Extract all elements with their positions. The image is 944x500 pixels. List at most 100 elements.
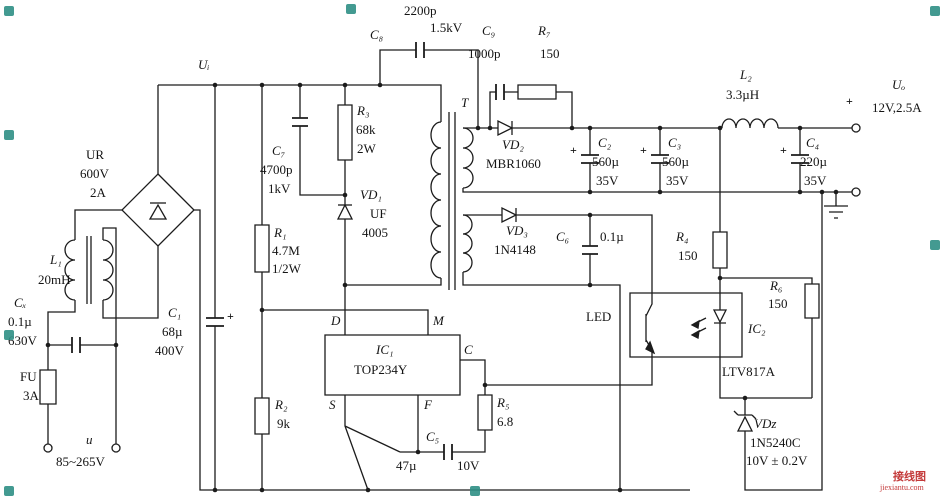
- label-c2-ref: C₂: [598, 135, 612, 150]
- label-ic1-ref: IC₁: [376, 342, 394, 357]
- label-uo-rating: 12V,2.5A: [872, 100, 922, 115]
- r4-symbol: [713, 232, 727, 268]
- label-bridge-current: 2A: [90, 185, 106, 200]
- bulk-capacitor-symbol: [206, 318, 224, 326]
- r1-symbol: [255, 225, 269, 272]
- output-rectifier-symbol: [498, 121, 512, 135]
- watermark-marker-icon: [4, 6, 14, 16]
- label-c1-rating: 400V: [155, 343, 184, 358]
- primary-winding: [431, 122, 441, 278]
- optocoupler-symbol: [630, 293, 742, 357]
- label-c3-ref: C₃: [668, 135, 682, 150]
- c4-symbol: [791, 155, 809, 163]
- wires: [48, 50, 852, 490]
- label-c5-ref: C₅: [426, 429, 440, 444]
- bias-control-wires: [345, 215, 652, 490]
- label-fuse-ref: FU: [20, 369, 37, 384]
- watermark-marker-icon: [930, 240, 940, 250]
- label-r2-ref: R₂: [275, 397, 288, 412]
- label-bridge-ref: UR: [86, 147, 105, 162]
- label-r1-rating: 1/2W: [272, 261, 301, 276]
- label-vd2-part: MBR1060: [486, 156, 541, 171]
- label-c1-value: 68µ: [162, 324, 183, 339]
- vdz-zener-icon: [734, 411, 756, 419]
- label-r7-value: 150: [540, 46, 560, 61]
- label-r1-value: 4.7M: [272, 243, 300, 258]
- output-filter-symbols: [581, 119, 809, 163]
- label-xcap-rating: 630V: [8, 333, 37, 348]
- label-led: LED: [586, 309, 612, 324]
- label-vd3-ref: VD₃: [506, 223, 528, 238]
- watermark-marker-icon: [4, 330, 14, 340]
- label-c8-value: 2200p: [404, 3, 437, 18]
- label-ac-symbol: u: [86, 432, 93, 447]
- label-c6-ref: C₆: [556, 229, 570, 244]
- label-c5-rating: 10V: [457, 458, 480, 473]
- x-capacitor-symbol: [72, 337, 80, 353]
- label-pin-s: S: [329, 397, 336, 412]
- label-c4-ref: C₄: [806, 135, 820, 150]
- l2-inductor-symbol: [722, 119, 778, 128]
- label-r5-value: 6.8: [497, 414, 514, 429]
- output-polarity-mark: +: [846, 94, 853, 108]
- vd2-diode-icon: [498, 121, 512, 135]
- label-c2-value: 560µ: [592, 154, 619, 169]
- label-pin-d: D: [331, 313, 341, 328]
- label-transformer-ref: T: [461, 95, 469, 110]
- c7-symbol: [292, 118, 308, 126]
- label-c8-rating: 1.5kV: [430, 20, 463, 35]
- ac-input-wires: [48, 210, 690, 490]
- label-vd1-ref: VD₁: [360, 187, 382, 202]
- label-choke-ref: L₁: [50, 252, 62, 267]
- label-pin-c: C: [464, 342, 473, 357]
- label-choke-value: 20mH: [38, 272, 71, 287]
- c2-polarity-mark: +: [570, 143, 577, 157]
- label-fuse-value: 3A: [23, 388, 39, 403]
- c4-polarity-mark: +: [780, 143, 787, 157]
- label-r4-value: 150: [678, 248, 698, 263]
- clamp-symbols: [292, 105, 352, 219]
- watermark-site: jiexiantu.com: [880, 483, 924, 492]
- label-c7-rating: 1kV: [268, 181, 291, 196]
- label-r3-value: 68k: [356, 122, 376, 137]
- label-r7-ref: R₇: [538, 23, 551, 38]
- label-vd3-part: 1N4148: [494, 242, 536, 257]
- label-l2-value: 3.3µH: [726, 87, 760, 102]
- c6-symbol: [582, 246, 598, 254]
- r5-c5-symbols: [444, 395, 492, 460]
- label-c5-value: 47µ: [396, 458, 417, 473]
- bridge-diode-icon: [150, 205, 166, 219]
- label-c4-value: 220µ: [800, 154, 827, 169]
- label-c3-value: 560µ: [662, 154, 689, 169]
- label-c9-value: 1000p: [468, 46, 501, 61]
- transformer-symbol: [431, 112, 473, 290]
- label-c3-rating: 35V: [666, 173, 689, 188]
- label-c8-ref: C₈: [370, 27, 384, 42]
- label-r3-rating: 2W: [357, 141, 376, 156]
- label-vdz-ref: VDz: [754, 416, 777, 431]
- label-r5-ref: R₅: [497, 395, 510, 410]
- c3-polarity-mark: +: [640, 143, 647, 157]
- label-xcap-ref: Cₓ: [14, 295, 27, 310]
- label-r1-ref: R₁: [274, 225, 287, 240]
- label-vdz-part: 1N5240C: [750, 435, 801, 450]
- label-vd1-number: 4005: [362, 225, 388, 240]
- label-c1-ref: C₁: [168, 305, 182, 320]
- r7-symbol: [518, 85, 556, 99]
- c1-polarity-mark: +: [227, 309, 234, 323]
- ac-input-terminals: [44, 444, 120, 452]
- junction-dots: [45, 82, 839, 493]
- zener-r6-symbols: [734, 284, 819, 431]
- label-c2-rating: 35V: [596, 173, 619, 188]
- label-r6-value: 150: [768, 296, 788, 311]
- r1-r2-symbols: [255, 225, 269, 434]
- label-c6-value: 0.1µ: [600, 229, 624, 244]
- label-l2-ref: L₂: [740, 67, 752, 82]
- c9-symbol: [496, 84, 504, 100]
- label-ic2-part: LTV817A: [722, 364, 775, 379]
- c2-symbol: [581, 155, 599, 163]
- secondary-output-wires: [463, 92, 852, 490]
- label-bridge-voltage: 600V: [80, 166, 109, 181]
